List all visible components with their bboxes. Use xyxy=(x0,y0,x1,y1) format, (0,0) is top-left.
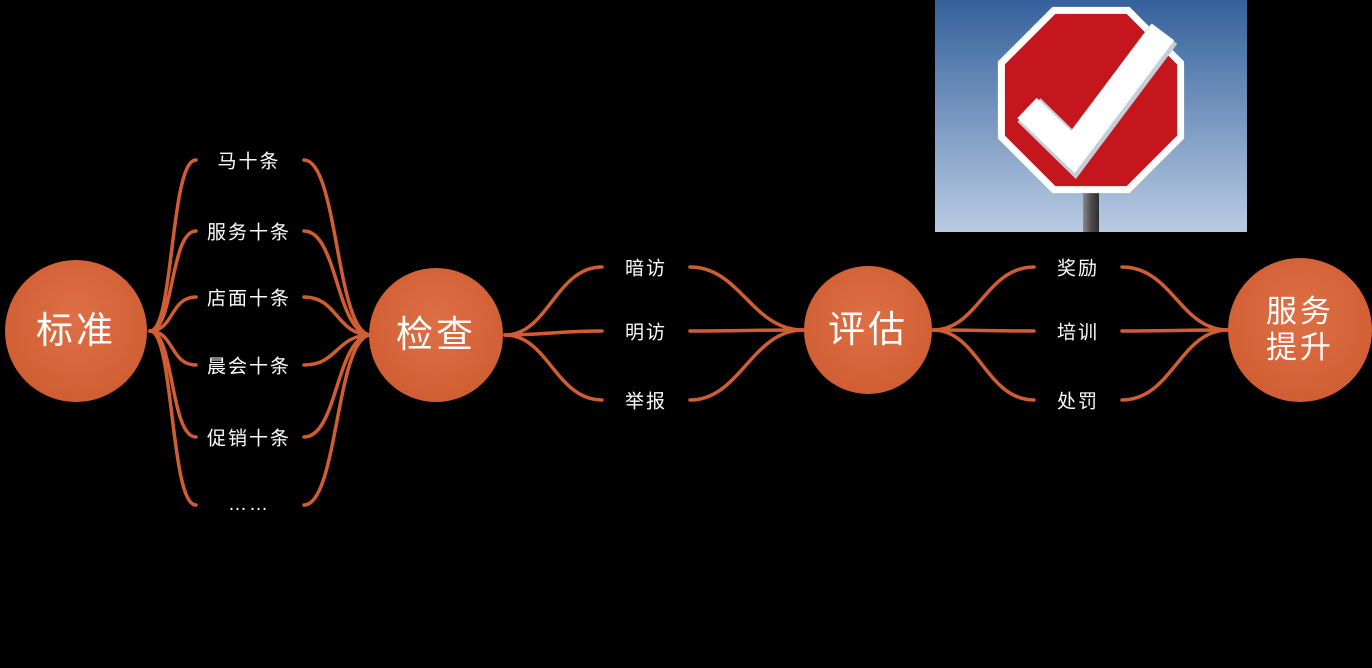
branch-label-anfang: 暗访 xyxy=(624,258,668,280)
node-label: 服务 提升 xyxy=(1266,294,1334,365)
connector xyxy=(688,328,805,333)
node-label-line1: 服务 xyxy=(1266,294,1334,330)
connector xyxy=(148,229,198,333)
connector xyxy=(503,333,604,402)
connector xyxy=(931,328,1036,402)
connector xyxy=(148,329,198,439)
node-label: 评估 xyxy=(828,308,908,350)
sign-post xyxy=(1083,185,1099,232)
connector xyxy=(302,333,373,367)
connector xyxy=(503,329,604,337)
node-standard: 标准 xyxy=(5,260,147,402)
branch-label-cuxiao-shitiao: 促销十条 xyxy=(206,428,292,450)
branch-label-chufa: 处罚 xyxy=(1056,391,1100,413)
branch-label-ma-shitiao: 马十条 xyxy=(217,151,281,173)
connector xyxy=(148,329,198,367)
connector xyxy=(503,265,604,337)
node-service-improvement: 服务 提升 xyxy=(1228,258,1372,402)
connector xyxy=(931,265,1036,332)
connector xyxy=(302,229,373,337)
connector xyxy=(302,333,373,439)
node-inspection: 检查 xyxy=(369,268,503,402)
branch-label-mingfang: 明访 xyxy=(624,322,668,344)
branch-label-fuwu-shitiao: 服务十条 xyxy=(206,222,292,244)
node-label: 标准 xyxy=(36,309,116,351)
connector xyxy=(148,158,198,333)
check-mark-icon xyxy=(1017,23,1175,174)
connector xyxy=(148,329,198,507)
branch-label-chenhui-shitiao: 晨会十条 xyxy=(206,356,292,378)
connector-group-1 xyxy=(148,158,373,507)
connector xyxy=(302,333,373,507)
node-label-line2: 提升 xyxy=(1266,330,1334,365)
branch-label-jiangli: 奖励 xyxy=(1056,258,1100,280)
branch-label-dianmian-shitiao: 店面十条 xyxy=(206,288,292,310)
approval-sign-image xyxy=(935,0,1247,232)
connector xyxy=(1120,265,1230,332)
connector xyxy=(1120,328,1230,333)
connector xyxy=(931,328,1036,333)
connector xyxy=(1120,328,1230,402)
node-label: 检查 xyxy=(396,313,476,355)
connector xyxy=(148,295,198,333)
connector xyxy=(302,158,373,337)
connector xyxy=(688,265,805,332)
connector xyxy=(688,328,805,402)
connector xyxy=(302,295,373,337)
branch-label-peixun: 培训 xyxy=(1056,322,1100,344)
approval-sign xyxy=(935,0,1247,232)
branch-label-ellipsis: …… xyxy=(228,494,270,515)
node-evaluation: 评估 xyxy=(804,266,932,394)
branch-label-jubao: 举报 xyxy=(624,391,668,413)
